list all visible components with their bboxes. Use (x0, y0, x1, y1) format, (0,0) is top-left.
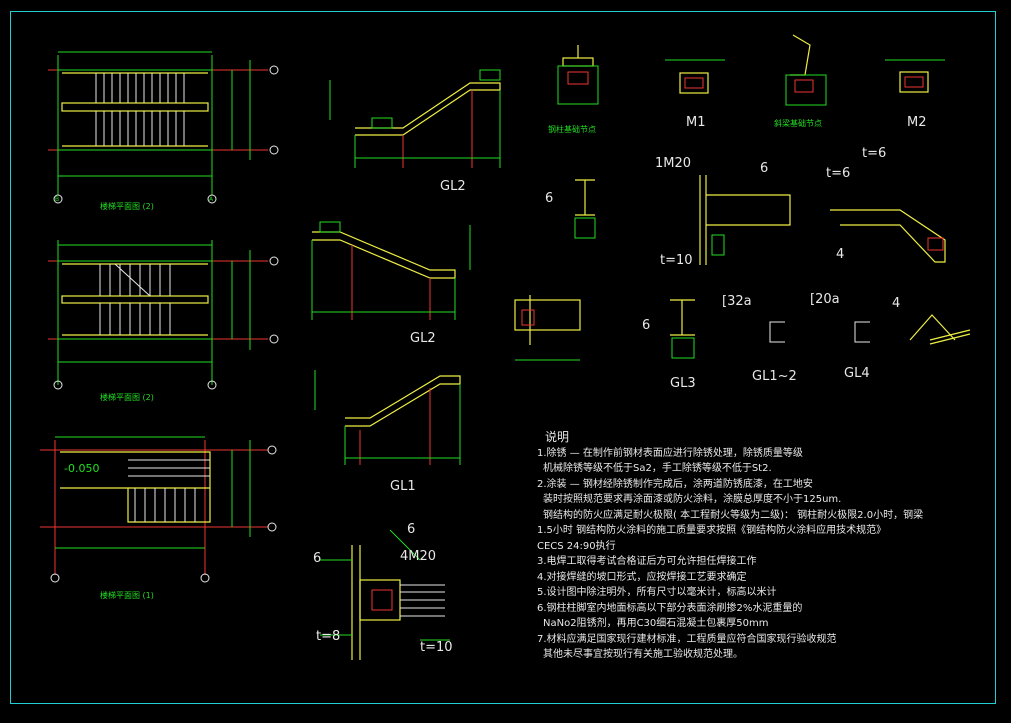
gl2-upper-elevation: GL2 (329, 69, 501, 194)
step-weld-detail: 4 (892, 296, 971, 345)
stair-plan-1: -0.050 楼梯平面图 (1) (40, 436, 277, 600)
plate-t10-a: t=10 (660, 253, 693, 268)
note-5: 5.设计图中除注明外，所有尺寸以毫米计，标高以米计 (537, 587, 777, 598)
column-base-node: 钢柱基础节点 (548, 45, 599, 134)
m2-detail: M2 (885, 59, 945, 130)
column-section: 6 (545, 179, 596, 239)
bolt-4m20: 4M20 (400, 549, 436, 564)
gl1-label: GL1 (390, 479, 416, 494)
drawing-frame (10, 11, 996, 704)
gl2-middle-elevation: GL2 (311, 221, 471, 346)
note-7b: 其他未尽事宜按现行有关施工验收规范处理。 (543, 649, 743, 660)
notes-title: 说明 (545, 430, 570, 444)
plate-t6-c: t=6 (862, 146, 886, 161)
plan-1-title: 楼梯平面图 (1) (100, 590, 154, 600)
connection-plate-detail (514, 295, 581, 361)
gl1-2-label: GL1~2 (752, 369, 797, 384)
note-2c: 钢结构的防火应满足耐火极限( 本工程耐火等级为二级)： 钢柱耐火极限2.0小时，… (543, 508, 977, 524)
gl3-label: GL3 (670, 376, 696, 391)
gl4-section: [20a GL4 (810, 292, 870, 381)
note-2f: CECS 24:90执行 (537, 540, 616, 552)
note-4: 4.对接焊缝的坡口形式，应按焊接工艺要求确定 (537, 571, 747, 583)
beam-base-node-title: 斜梁基础节点 (774, 118, 822, 128)
beam-connection-detail: 1M20 6 t=10 (655, 156, 791, 268)
weld-size-6a: 6 (313, 551, 321, 566)
plan-2a-title: 楼梯平面图 (2) (100, 201, 154, 211)
weld-size-4b: 4 (892, 296, 900, 311)
weld-size-6-gl3: 6 (642, 318, 650, 333)
weld-size-4a: 4 (836, 247, 844, 262)
stair-plan-2a: 楼梯平面图 (2) (48, 51, 279, 211)
note-7: 7.材料应满足国家现行建材标准，工程质量应符合国家现行验收规范 (537, 633, 837, 645)
plan-2b-title: 楼梯平面图 (2) (100, 392, 154, 402)
base-weld-detail: 6 6 4M20 t=8 t=10 (313, 522, 453, 660)
note-3: 3.电焊工取得考试合格证后方可允许担任焊接工作 (537, 556, 757, 567)
note-2d-text: 钢柱耐火极限2.0小时，钢梁 (797, 509, 924, 521)
note-2c-text: 钢结构的防火应满足耐火极限( 本工程耐火等级为二级)： (543, 509, 794, 521)
note-2b: 装时按照规范要求再涂面漆或防火涂料，涂膜总厚度不小于125um. (543, 494, 842, 505)
gl1-2-section: [32a GL1~2 (722, 294, 797, 384)
axis-b-label: B (55, 196, 59, 203)
axis-a-label: A (209, 196, 214, 203)
note-2: 2.涂装 — 钢材经除锈制作完成后，涂两道防锈底漆，在工地安 (537, 478, 813, 490)
plate-t6-d: t=6 (826, 166, 850, 181)
m2-label: M2 (907, 115, 927, 130)
note-1b: 机械除锈等级不低于Sa2，手工除锈等级不低于St2. (543, 463, 772, 474)
m1-detail: M1 (665, 59, 725, 130)
gl2-middle-label: GL2 (410, 331, 436, 346)
stair-angle-detail: t=6 t=6 4 (826, 146, 946, 263)
beam-base-node: 斜梁基础节点 (774, 34, 827, 128)
channel-32a: [32a (722, 294, 752, 309)
bolt-1m20: 1M20 (655, 156, 691, 171)
gl3-section: 6 GL3 (642, 299, 696, 391)
weld-size-6-col: 6 (545, 191, 553, 206)
gl2-upper-label: GL2 (440, 179, 466, 194)
note-1: 1.除锈 — 在制作前钢材表面应进行除锈处理，除锈质量等级 (537, 447, 803, 459)
channel-20a: [20a (810, 292, 840, 307)
gl1-elevation: GL1 (314, 370, 461, 494)
design-notes: 说明 1.除锈 — 在制作前钢材表面应进行除锈处理，除锈质量等级 机械除锈等级不… (537, 430, 977, 663)
weld-size-6-beam: 6 (760, 161, 768, 176)
stair-plan-2b: 楼梯平面图 (2) (48, 240, 279, 402)
weld-size-6b: 6 (407, 522, 415, 537)
note-6: 6.钢柱柱脚室内地面标高以下部分表面涂刷掺2%水泥重量的 (537, 602, 803, 614)
col-base-node-title: 钢柱基础节点 (548, 124, 596, 134)
plate-t8: t=8 (316, 629, 340, 644)
note-2e: 1.5小时 钢结构防火涂料的施工质量要求按照《钢结构防火涂料应用技术规范》 (537, 525, 887, 536)
plate-t10-b: t=10 (420, 640, 453, 655)
m1-label: M1 (686, 115, 706, 130)
level-minus: -0.050 (64, 462, 99, 475)
gl4-label: GL4 (844, 366, 870, 381)
note-6b: NaNo2阻锈剂，再用C30细石混凝土包裹厚50mm (543, 618, 769, 629)
